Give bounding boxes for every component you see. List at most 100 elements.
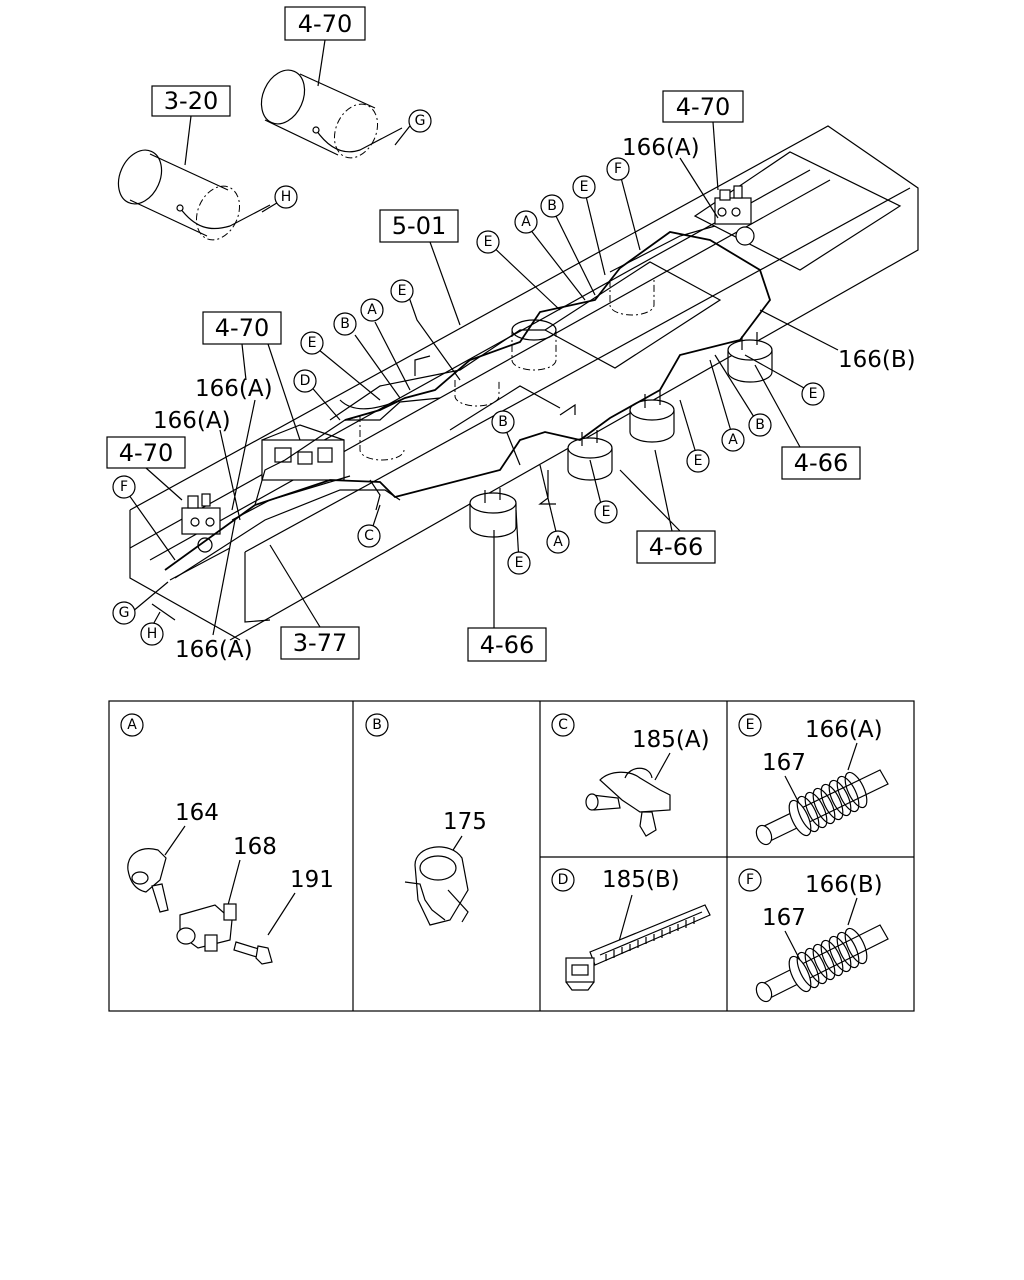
svg-text:F: F — [746, 872, 754, 888]
svg-text:3-20: 3-20 — [164, 87, 218, 115]
hose-coil-e — [755, 769, 889, 846]
callout-d: D — [293, 369, 317, 393]
air-bags — [469, 332, 773, 538]
svg-text:F: F — [614, 161, 622, 177]
label-166b-right: 166(B) — [838, 347, 916, 373]
svg-text:E: E — [809, 386, 818, 402]
detail-panel-e: E 166(A) 167 — [738, 713, 889, 846]
ref-box-470-right[interactable]: 4-70 — [662, 90, 744, 123]
svg-text:E: E — [515, 555, 524, 571]
svg-text:4-66: 4-66 — [794, 449, 848, 477]
svg-text:E: E — [580, 179, 589, 195]
tee-fitting-168 — [176, 903, 237, 952]
air-bag-4 — [727, 332, 773, 383]
callout-h-top: H — [274, 185, 298, 209]
ref-box-501[interactable]: 5-01 — [379, 209, 459, 243]
svg-text:A: A — [521, 214, 531, 230]
callout-f-2: F — [112, 475, 136, 499]
panel-c-part-185a: 185(A) — [632, 727, 710, 753]
ref-box-470-top[interactable]: 4-70 — [284, 6, 366, 41]
svg-text:4-66: 4-66 — [480, 631, 534, 659]
svg-text:B: B — [547, 198, 557, 214]
callout-e-2: E — [572, 175, 596, 199]
callout-e-5 — [735, 226, 755, 246]
svg-text:A: A — [728, 432, 738, 448]
svg-text:B: B — [498, 414, 508, 430]
svg-text:4-70: 4-70 — [119, 439, 173, 467]
svg-text:B: B — [340, 316, 350, 332]
label-166a-left-1: 166(A) — [195, 376, 273, 402]
panel-a-part-191: 191 — [290, 867, 334, 893]
valve-assembly-left — [181, 493, 221, 553]
ref-box-320[interactable]: 3-20 — [151, 85, 231, 117]
callout-e-4: E — [300, 331, 324, 355]
callout-c: C — [357, 524, 381, 548]
svg-text:4-70: 4-70 — [298, 10, 352, 38]
ref-box-470-mid[interactable]: 4-70 — [202, 311, 282, 345]
detail-panel-f: F 166(B) 167 — [738, 868, 889, 1003]
svg-text:E: E — [602, 504, 611, 520]
svg-text:H: H — [281, 189, 292, 205]
detail-panel-c: C 185(A) — [551, 713, 710, 837]
panel-a-part-164: 164 — [175, 800, 219, 826]
air-bag-3 — [629, 390, 675, 443]
svg-text:E: E — [484, 234, 493, 250]
svg-text:4-66: 4-66 — [649, 533, 703, 561]
callout-e-9: E — [801, 382, 825, 406]
callout-a-3: A — [546, 530, 570, 554]
svg-text:E: E — [694, 453, 703, 469]
svg-text:3-77: 3-77 — [293, 629, 347, 657]
svg-text:4-70: 4-70 — [215, 314, 269, 342]
callout-g-top: G — [408, 109, 432, 133]
label-166a-bottom: 166(A) — [175, 637, 253, 663]
clip-185a — [585, 767, 671, 837]
callout-a-2: A — [360, 298, 384, 322]
detail-panel-b: B 175 — [365, 713, 487, 926]
detail-table — [108, 700, 915, 1012]
panel-b-part-175: 175 — [443, 809, 487, 835]
panel-f-part-167: 167 — [762, 905, 806, 931]
svg-text:G: G — [119, 605, 130, 621]
callout-e-8: E — [686, 449, 710, 473]
callout-e-1: E — [476, 230, 500, 254]
ref-box-466-c[interactable]: 4-66 — [467, 627, 547, 662]
air-tank-upper — [260, 69, 403, 159]
label-166a-top: 166(A) — [622, 135, 700, 161]
ref-box-470-left[interactable]: 4-70 — [106, 436, 186, 469]
svg-text:C: C — [558, 717, 568, 733]
svg-text:4-70: 4-70 — [676, 93, 730, 121]
svg-text:F: F — [120, 479, 128, 495]
label-166a-left-2: 166(A) — [153, 408, 231, 434]
callout-e-7: E — [594, 500, 618, 524]
circle-callouts[interactable]: G H E A B E F E B A E D F G H C B A E E … — [112, 109, 825, 646]
valve-assembly-center — [261, 424, 345, 481]
callout-f-1: F — [606, 157, 630, 181]
svg-text:5-01: 5-01 — [392, 212, 446, 240]
cable-tie-185b — [565, 904, 711, 991]
svg-text:C: C — [364, 528, 374, 544]
elbow-fitting-164 — [127, 848, 169, 913]
svg-text:E: E — [746, 717, 755, 733]
panel-a-part-168: 168 — [233, 834, 277, 860]
air-bag-2 — [567, 430, 613, 481]
clip-175 — [404, 846, 469, 926]
ref-box-466-a[interactable]: 4-66 — [781, 446, 861, 480]
callout-b-4: B — [748, 413, 772, 437]
svg-text:B: B — [372, 717, 382, 733]
svg-text:A: A — [553, 534, 563, 550]
callout-g-bottom: G — [112, 601, 136, 625]
leader-lines — [123, 39, 839, 636]
svg-text:H: H — [147, 626, 158, 642]
svg-text:B: B — [755, 417, 765, 433]
panel-e-part-166a: 166(A) — [805, 717, 883, 743]
svg-text:E: E — [398, 283, 407, 299]
svg-text:A: A — [367, 302, 377, 318]
callout-h-bottom: H — [140, 622, 164, 646]
callout-b-1: B — [540, 194, 564, 218]
panel-f-part-166b: 166(B) — [805, 872, 883, 898]
svg-text:E: E — [308, 335, 317, 351]
ref-box-377[interactable]: 3-77 — [280, 626, 360, 660]
callout-b-2: B — [333, 312, 357, 336]
ref-box-466-b[interactable]: 4-66 — [636, 530, 716, 564]
panel-d-part-185b: 185(B) — [602, 867, 680, 893]
